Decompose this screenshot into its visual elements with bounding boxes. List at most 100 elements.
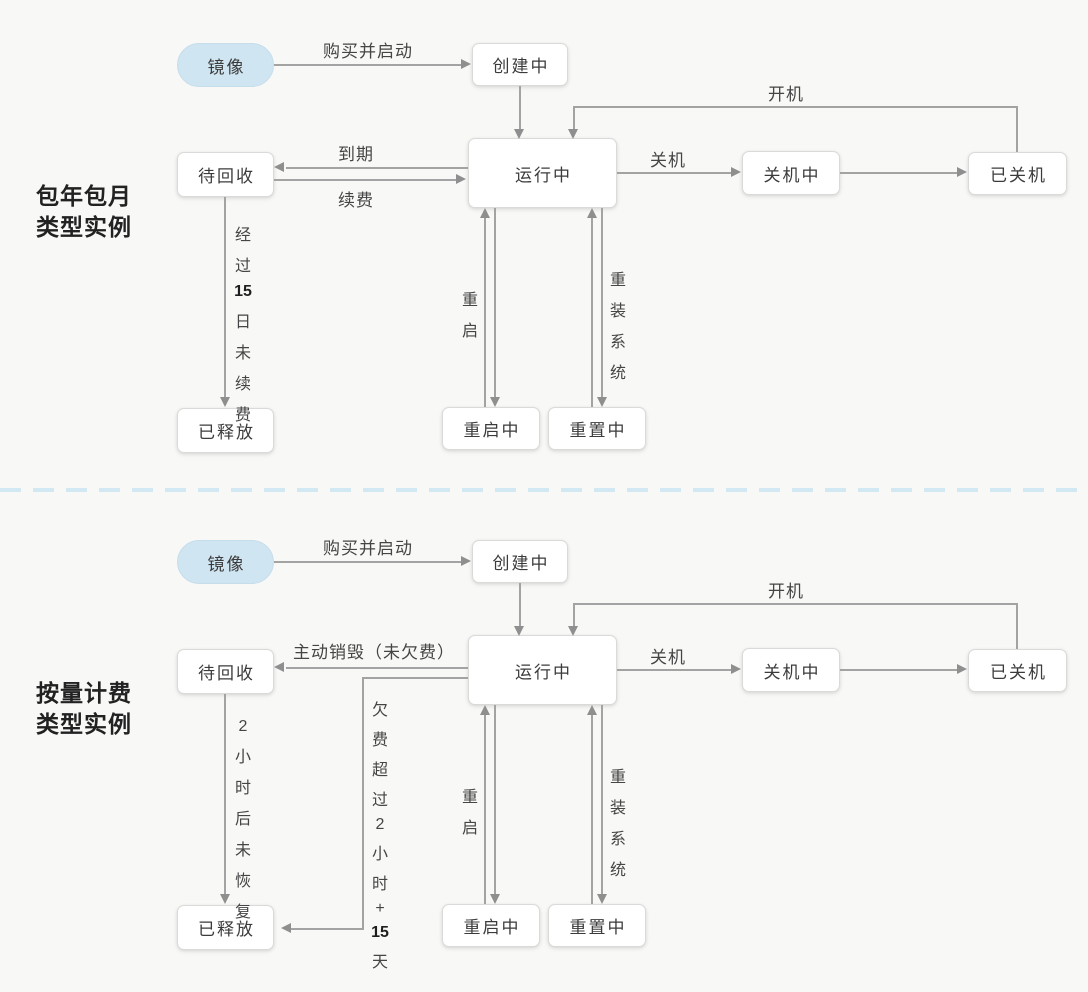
vertical-label-char: 过 xyxy=(371,792,388,809)
arrow-down-icon xyxy=(597,894,607,904)
section-title-line: 类型实例 xyxy=(36,711,132,737)
vertical-label-char: 恢 xyxy=(234,873,251,890)
section-title-prepaid: 包年包月 类型实例 xyxy=(36,181,132,243)
arrears-edge-line xyxy=(362,677,468,679)
vertical-label-char: 重 xyxy=(609,769,626,786)
vertical-label-char: 系 xyxy=(609,334,626,351)
reboot-edge-label: 重启 xyxy=(458,783,482,838)
buy-edge-line xyxy=(274,64,463,66)
node-released: 已释放 xyxy=(177,905,274,950)
vertical-label-char: 15 xyxy=(234,283,252,300)
arrow-right-icon xyxy=(461,556,471,566)
vertical-label-char: 2 xyxy=(238,718,248,735)
poweron-edge-line xyxy=(573,106,1017,108)
node-running: 运行中 xyxy=(468,635,617,705)
node-creating: 创建中 xyxy=(472,43,568,86)
vertical-label-char: 装 xyxy=(609,303,626,320)
vertical-label-char: 时 xyxy=(234,780,251,797)
vertical-label-char: 日 xyxy=(234,314,251,331)
arrow-right-icon xyxy=(731,664,741,674)
node-resetting: 重置中 xyxy=(548,904,646,947)
vertical-label-char: 复 xyxy=(234,904,251,921)
vertical-label-char: 重 xyxy=(461,292,478,309)
arrow-down-icon xyxy=(597,397,607,407)
reboot-edge-line xyxy=(484,714,486,904)
node-released: 已释放 xyxy=(177,408,274,453)
vertical-label-char: 天 xyxy=(371,954,388,971)
vertical-label-char: 重 xyxy=(461,789,478,806)
arrears-edge-line xyxy=(290,928,364,930)
arrears-edge-line xyxy=(362,677,364,929)
shutdown-edge-label: 关机 xyxy=(650,151,686,170)
reinstall-edge-line xyxy=(591,714,593,904)
arrow-right-icon xyxy=(731,167,741,177)
expire-edge-label: 到期 xyxy=(338,145,374,164)
buy-edge-line xyxy=(274,561,463,563)
destroy-edge-line xyxy=(286,667,468,669)
stopping-to-stopped-line xyxy=(840,172,959,174)
poweron-edge-label: 开机 xyxy=(768,582,804,601)
poweron-edge-line xyxy=(1016,106,1018,152)
poweron-edge-line xyxy=(1016,603,1018,649)
vertical-label-char: 费 xyxy=(371,732,388,749)
arrow-down-icon xyxy=(490,397,500,407)
arrow-down-icon xyxy=(514,626,524,636)
recycle-to-released-line xyxy=(224,694,226,896)
arrow-left-icon xyxy=(274,662,284,672)
poweron-edge-line xyxy=(573,603,1017,605)
renew-edge-line xyxy=(274,179,458,181)
node-stopped: 已关机 xyxy=(968,152,1067,195)
vertical-label-char: 小 xyxy=(371,846,388,863)
node-stopping: 关机中 xyxy=(742,151,840,195)
node-stopping: 关机中 xyxy=(742,648,840,692)
vertical-label-char: 重 xyxy=(609,272,626,289)
shutdown-edge-line xyxy=(617,669,733,671)
vertical-label-char: 超 xyxy=(371,762,388,779)
reinstall-edge-label: 重装系统 xyxy=(606,266,630,383)
arrow-down-icon xyxy=(568,626,578,636)
arrow-down-icon xyxy=(490,894,500,904)
arrow-up-icon xyxy=(480,705,490,715)
buy-edge-label: 购买并启动 xyxy=(323,42,413,61)
section-title-payg: 按量计费 类型实例 xyxy=(36,678,132,740)
section-payg: 按量计费 类型实例 镜像 创建中 运行中 待回收 关机中 已关机 重启中 重置中… xyxy=(0,497,1088,992)
vertical-label-char: 启 xyxy=(461,323,478,340)
node-creating: 创建中 xyxy=(472,540,568,583)
node-rebooting: 重启中 xyxy=(442,407,540,450)
shutdown-edge-line xyxy=(617,172,733,174)
vertical-label-char: 装 xyxy=(609,800,626,817)
arrow-down-icon xyxy=(514,129,524,139)
creating-to-running-line xyxy=(519,86,521,130)
reboot-edge-line xyxy=(494,208,496,399)
arrow-left-icon xyxy=(274,162,284,172)
arrow-up-icon xyxy=(587,705,597,715)
arrow-right-icon xyxy=(957,664,967,674)
reboot-edge-line xyxy=(484,217,486,407)
node-stopped: 已关机 xyxy=(968,649,1067,692)
vertical-label-char: 15 xyxy=(371,924,389,941)
node-image: 镜像 xyxy=(177,43,274,87)
arrow-up-icon xyxy=(480,208,490,218)
stopping-to-stopped-line xyxy=(840,669,959,671)
node-rebooting: 重启中 xyxy=(442,904,540,947)
arrow-right-icon xyxy=(461,59,471,69)
shutdown-edge-label: 关机 xyxy=(650,648,686,667)
arrow-left-icon xyxy=(281,923,291,933)
vertical-label-char: 续 xyxy=(234,376,251,393)
section-prepaid: 包年包月 类型实例 镜像 创建中 运行中 待回收 关机中 已关机 重启中 重置中… xyxy=(0,0,1088,486)
arrow-right-icon xyxy=(957,167,967,177)
vertical-label-char: 未 xyxy=(234,345,251,362)
expire-edge-line xyxy=(286,167,468,169)
vertical-label-char: 欠 xyxy=(371,702,388,719)
vertical-label-char: 启 xyxy=(461,820,478,837)
vertical-label-char: 费 xyxy=(234,407,251,424)
reboot-edge-label: 重启 xyxy=(458,286,482,341)
reinstall-edge-line xyxy=(601,705,603,896)
vertical-label-char: 过 xyxy=(234,258,251,275)
node-resetting: 重置中 xyxy=(548,407,646,450)
section-title-line: 按量计费 xyxy=(36,680,132,706)
reinstall-edge-label: 重装系统 xyxy=(606,763,630,880)
arrow-down-icon xyxy=(568,129,578,139)
